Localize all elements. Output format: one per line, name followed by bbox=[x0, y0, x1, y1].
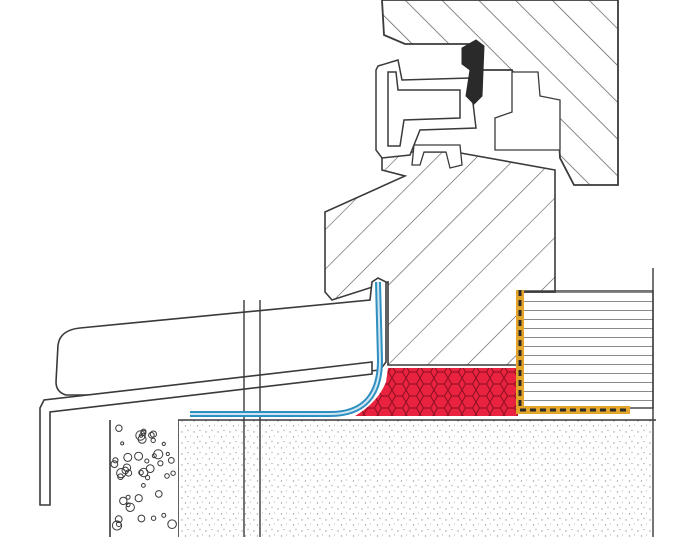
aggregate-bubble bbox=[116, 468, 127, 479]
compression-sealant-tape bbox=[355, 368, 518, 416]
aggregate-bubble bbox=[155, 490, 163, 498]
rubber-gasket bbox=[461, 39, 485, 105]
adhesive-tape-strip bbox=[516, 290, 630, 414]
aggregate-bubble bbox=[135, 430, 146, 441]
aggregate-bubble bbox=[134, 494, 143, 503]
aggregate-bubble bbox=[114, 515, 123, 524]
aggregate-bubble bbox=[157, 460, 164, 467]
aggregate-bubble bbox=[111, 520, 123, 531]
aggregate-bubble bbox=[167, 519, 177, 530]
aggregate-bubble bbox=[161, 512, 167, 518]
aggregate-bubble bbox=[165, 451, 170, 457]
frame-rebate bbox=[494, 71, 561, 151]
aggregate-bubble bbox=[145, 475, 151, 481]
aggregate-bubble bbox=[138, 469, 144, 476]
window-frame-timber bbox=[324, 151, 556, 366]
aggregate-bubble bbox=[119, 496, 128, 506]
aggregate-bubble bbox=[153, 449, 164, 460]
aggregate-bubble bbox=[115, 424, 123, 432]
bead-clip bbox=[411, 144, 463, 169]
aggregate-bubble bbox=[150, 437, 156, 444]
render-facade bbox=[109, 420, 178, 537]
aggregate-bubble bbox=[151, 453, 157, 459]
aggregate-bubble bbox=[121, 466, 130, 475]
aggregate-bubble bbox=[148, 431, 155, 439]
external-sill-board bbox=[39, 277, 387, 537]
aggregate-bubble bbox=[164, 473, 170, 479]
aggregate-bubble bbox=[141, 483, 146, 488]
aluminium-glazing-bead bbox=[375, 59, 477, 159]
aggregate-bubble bbox=[122, 463, 132, 472]
aggregate-bubble bbox=[170, 470, 176, 476]
aggregate-bubble bbox=[144, 458, 150, 464]
aggregate-bubble bbox=[161, 441, 166, 446]
aggregate-bubble bbox=[167, 457, 175, 464]
aggregate-bubble bbox=[110, 460, 119, 469]
aggregate-bubble bbox=[117, 473, 124, 481]
aggregate-bubble bbox=[150, 515, 157, 521]
aggregate-bubble bbox=[137, 514, 146, 523]
aggregate-bubble bbox=[140, 429, 147, 436]
aggregate-bubble bbox=[123, 452, 133, 462]
aggregate-bubble bbox=[125, 502, 135, 512]
aggregate-bubble bbox=[125, 494, 131, 500]
aggregate-bubble bbox=[112, 457, 119, 464]
aggregate-bubble bbox=[134, 451, 144, 461]
sealing-membrane bbox=[190, 281, 384, 417]
aggregate-bubble bbox=[116, 521, 122, 528]
aggregate-bubble bbox=[139, 467, 149, 478]
aggregate-bubble bbox=[120, 441, 125, 446]
masonry-wall bbox=[177, 419, 656, 537]
